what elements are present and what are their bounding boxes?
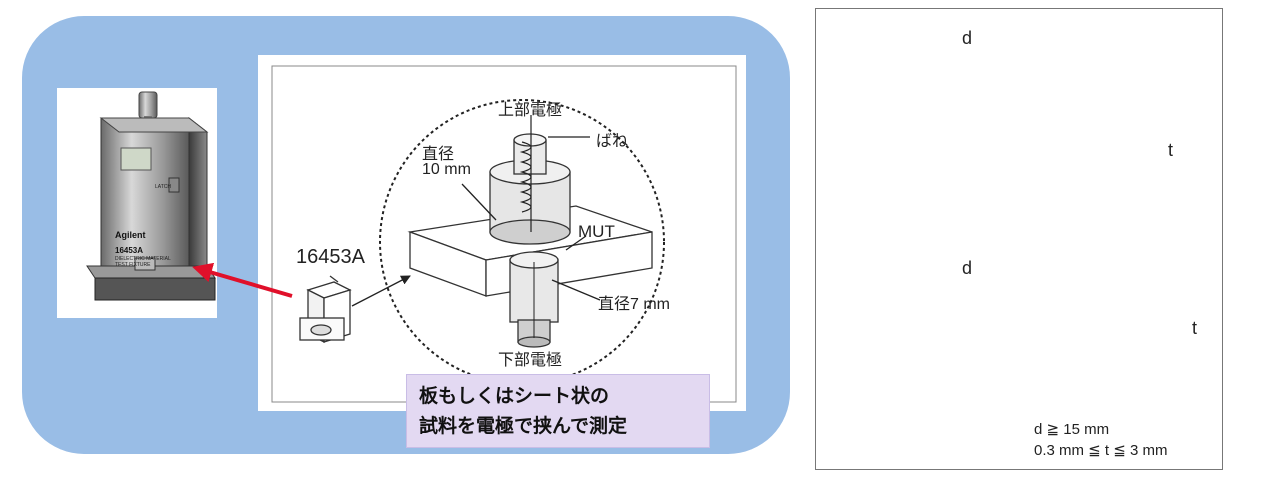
disk-t-label: t <box>1168 140 1174 160</box>
photo-subtitle-line2: TEST FIXTURE <box>115 262 151 268</box>
photo-subtitle-line1: DIELECTRIC MATERIAL <box>115 256 171 262</box>
photo-brand-label: Agilent <box>115 230 146 240</box>
disk-d-label: d <box>962 28 973 48</box>
diameter7-leader <box>551 279 601 301</box>
diameter-upper-label-line2: 10 mm <box>422 161 471 178</box>
condition-t-text: 0.3 mm ≦ t ≦ 3 mm <box>1034 442 1168 459</box>
diameter10-leader <box>461 183 497 221</box>
mut-label: MUT <box>578 222 615 241</box>
lower-electrode-label: 下部電極 <box>498 352 563 369</box>
fixture-photo-drawing <box>86 91 216 301</box>
condition-d-text: d ≧ 15 mm <box>1034 421 1110 438</box>
upper-electrode <box>489 133 571 245</box>
sample-dimension-box <box>815 8 1223 470</box>
fixture-model-label: 16453A <box>296 246 365 268</box>
mut-leader <box>565 235 587 251</box>
photo-model-label: 16453A <box>115 246 144 255</box>
square-t-label: t <box>1192 318 1198 338</box>
red-pointer-arrow <box>192 262 293 298</box>
upper-electrode-label: 上部電極 <box>498 102 563 119</box>
fixture-photo: Agilent 16453A DIELECTRIC MATERIAL TEST … <box>57 88 217 318</box>
caption-line1: 板もしくはシート状の <box>419 385 610 407</box>
measurement-caption: 板もしくはシート状の 試料を電極で挟んで測定 <box>406 374 710 448</box>
diameter-upper-label-line1: 直径 <box>422 146 455 163</box>
square-d-label: d <box>962 258 973 278</box>
spring-label: ばね <box>596 133 629 150</box>
fixture-small-icon <box>299 275 352 344</box>
zoom-arrow <box>351 275 411 307</box>
diameter-lower-label: 直径7 mm <box>598 296 671 313</box>
caption-line2: 試料を電極で挟んで測定 <box>419 415 628 437</box>
photo-latch-label: LATCH <box>155 184 172 190</box>
